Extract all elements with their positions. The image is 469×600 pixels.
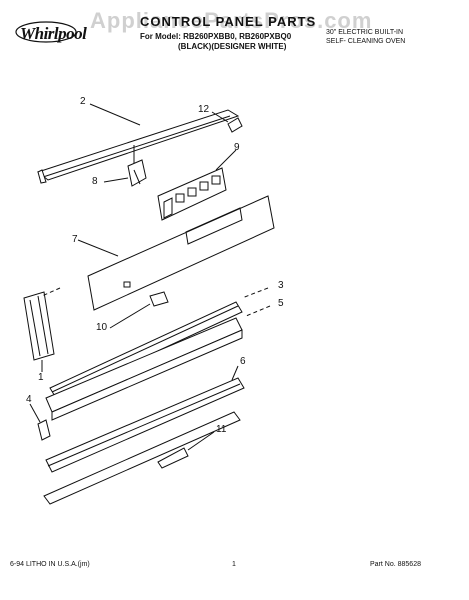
part-10-switch <box>149 291 169 307</box>
part-5-lower-channel <box>45 317 243 421</box>
callout-11: 11 <box>216 424 227 435</box>
part-6-bottom-channel <box>43 365 245 505</box>
litho-info: 6-94 LITHO IN U.S.A.(jm) <box>10 561 90 568</box>
callout-1: 1 <box>38 372 44 383</box>
watermark: AppliancePartsPros.com <box>90 8 373 33</box>
whirlpool-logo <box>15 21 77 43</box>
part-7-control-panel <box>87 195 275 311</box>
callout-12: 12 <box>198 104 210 115</box>
part-1-end-cap <box>23 291 55 361</box>
callout-8: 8 <box>92 176 98 187</box>
part-4-clip <box>37 419 51 441</box>
callout-6: 6 <box>240 356 246 367</box>
part-number: Part No. 885628 <box>370 561 421 568</box>
variant-line: (BLACK)(DESIGNER WHITE) <box>178 42 287 51</box>
part-2-top-trim <box>36 109 240 184</box>
callout-9: 9 <box>234 142 240 153</box>
part-8-bracket <box>127 145 147 187</box>
model-line: For Model: RB260PXBB0, RB260PXBQ0 <box>140 32 292 41</box>
part-9-control-board <box>157 167 227 221</box>
callout-10: 10 <box>96 322 108 333</box>
oven-description: 30" ELECTRIC BUILT-IN SELF- CLEANING OVE… <box>326 28 446 46</box>
callout-5: 5 <box>278 298 284 309</box>
callout-3: 3 <box>278 280 284 291</box>
oven-desc-line-2: SELF- CLEANING OVEN <box>326 38 406 45</box>
callout-7: 7 <box>72 234 78 245</box>
callout-4: 4 <box>26 394 32 405</box>
page-title: CONTROL PANEL PARTS <box>140 14 317 29</box>
part-11-bracket <box>157 447 189 469</box>
page-number: 1 <box>232 561 236 568</box>
brand-logo-text: Whirlpool <box>20 24 87 43</box>
callout-2: 2 <box>80 96 86 107</box>
oven-desc-line-1: 30" ELECTRIC BUILT-IN <box>326 29 404 36</box>
part-12-clip <box>227 117 243 133</box>
